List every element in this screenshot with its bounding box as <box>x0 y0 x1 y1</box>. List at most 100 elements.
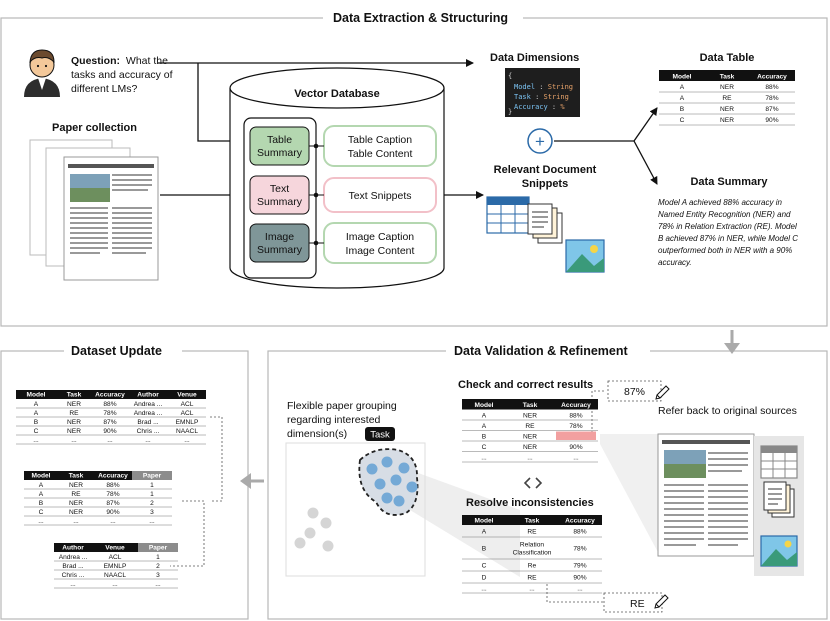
table-cell: 88% <box>106 482 119 489</box>
table-cell: 88% <box>765 84 778 91</box>
table-cell: B <box>680 106 685 113</box>
table-cell: 88% <box>569 412 582 419</box>
table-cell: ... <box>70 581 76 588</box>
check-title: Check and correct results <box>458 379 593 391</box>
summary-line: outperformed both in NER with a 90% <box>658 246 792 255</box>
table-cell: A <box>482 412 487 419</box>
table-cell: C <box>34 428 39 435</box>
data-table-title: Data Table <box>700 52 755 64</box>
code-sep: : <box>548 103 561 111</box>
cluster-dot <box>393 495 405 507</box>
header-cell <box>54 543 92 552</box>
document-icon <box>763 481 795 518</box>
cluster-dot <box>381 492 393 504</box>
table-cell: EMNLP <box>176 419 199 426</box>
table-cell: NER <box>523 433 537 440</box>
table-cell: 1 <box>150 482 154 489</box>
table-cell: NER <box>69 482 83 489</box>
header-cell <box>92 543 138 552</box>
extraction-title: Data Extraction & Structuring <box>333 11 508 25</box>
table-cell: 90% <box>103 428 116 435</box>
table-cell: C <box>39 509 44 516</box>
relevant-title: Snippets <box>522 178 568 190</box>
resolve-title: Resolve inconsistencies <box>466 497 594 509</box>
content-label: Text Snippets <box>348 190 411 202</box>
summary-label: Text <box>270 183 289 195</box>
pencil-icon <box>654 594 669 609</box>
header-label: Accuracy <box>757 74 787 81</box>
header-label: Model <box>474 402 493 409</box>
table-cell: A <box>482 529 487 536</box>
header-label: Paper <box>143 473 162 480</box>
task-tag <box>365 427 395 441</box>
table-cell: Re <box>528 563 537 570</box>
table-cell: Chris ... <box>62 572 85 579</box>
header-label: Author <box>137 392 159 399</box>
header-cell <box>56 390 92 399</box>
code-key: Accuracy <box>514 103 548 111</box>
header-cell <box>58 471 94 480</box>
summary-line: Model A achieved 88% accuracy in <box>658 198 782 207</box>
question-bold: Question: <box>71 55 120 67</box>
question-text: Question: What the <box>71 55 168 67</box>
header-cell <box>132 471 172 480</box>
code-sep: : <box>535 83 548 91</box>
table-cell: B <box>482 546 487 553</box>
table-cell: NER <box>67 401 81 408</box>
table-cell: RE <box>527 575 537 582</box>
code-close: } <box>508 108 512 116</box>
header-cell <box>558 515 602 525</box>
header-cell <box>16 390 56 399</box>
question-line: different LMs? <box>71 83 138 95</box>
resolved-value-box <box>603 592 663 613</box>
question-line: tasks and accuracy of <box>71 69 173 81</box>
table-cell: 87% <box>106 500 119 507</box>
header-label: Paper <box>149 545 168 552</box>
table-cell: RE <box>69 410 79 417</box>
code-line: Accuracy : % <box>514 103 565 111</box>
table-cell: Brad ... <box>137 419 158 426</box>
table-cell: NER <box>720 117 734 124</box>
content-box <box>323 222 437 264</box>
header-label: Venue <box>105 545 125 552</box>
header-label: Author <box>62 545 84 552</box>
grey-dot <box>322 540 334 552</box>
content-box <box>323 125 437 167</box>
cluster-dot <box>374 478 386 490</box>
table-cell: C <box>482 444 487 451</box>
title-bg <box>323 9 523 27</box>
document-icon <box>527 203 563 244</box>
summary-label: Summary <box>257 244 303 256</box>
grey-dot <box>320 517 332 529</box>
header-cell <box>749 70 795 81</box>
grouping-line: regarding interested <box>287 414 381 426</box>
table-cell: Andrea ... <box>59 554 88 561</box>
table-cell: EMNLP <box>104 563 127 570</box>
table-cell: ... <box>107 437 113 444</box>
table-cell: ... <box>184 437 190 444</box>
task-tag-label: Task <box>370 430 390 441</box>
question-line: What the <box>126 55 168 67</box>
table-cell: B <box>482 433 487 440</box>
table-cell: 79% <box>573 563 586 570</box>
table-cell: RE <box>71 491 81 498</box>
validation-title: Data Validation & Refinement <box>454 344 628 358</box>
relevant-title: Relevant Document <box>494 164 597 176</box>
highlight-cell <box>556 431 596 440</box>
summary-box <box>249 126 310 166</box>
plus-sign: + <box>535 132 545 151</box>
table-cell: ... <box>529 586 535 593</box>
table-cell: NER <box>67 428 81 435</box>
table-cell: ... <box>149 518 155 525</box>
code-value: String <box>544 93 569 101</box>
table-cell: 78% <box>106 491 119 498</box>
correction-value: 87% <box>624 386 645 398</box>
table-cell: 78% <box>765 95 778 102</box>
